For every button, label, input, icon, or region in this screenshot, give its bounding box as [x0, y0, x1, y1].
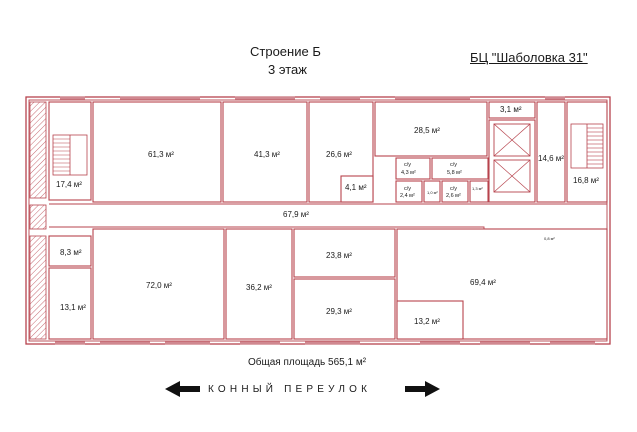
- room-41-3: [222, 101, 308, 203]
- inner-wall: [28, 99, 608, 342]
- wc-f: [469, 180, 489, 203]
- wc-e-type: с/у: [450, 186, 457, 192]
- label-r17: 69,4 м²: [470, 278, 496, 287]
- building-title: Строение Б: [250, 44, 321, 59]
- wc-a-type: с/у: [404, 162, 411, 168]
- street-name: КОННЫЙ ПЕРЕУЛОК: [208, 384, 372, 395]
- room-13-2: [396, 300, 464, 340]
- room-8-3: [48, 235, 92, 267]
- label-r6: 28,5 м²: [414, 126, 440, 135]
- label-r13: 72,0 м²: [146, 281, 172, 290]
- wc-f-area: 1,3 м²: [472, 186, 483, 191]
- wc-a-area: 4,3 м²: [401, 170, 416, 176]
- label-r4: 26,6 м²: [326, 150, 352, 159]
- wc-c-area: 2,4 м²: [400, 193, 415, 199]
- room-72-0: [92, 228, 225, 340]
- room-61-3: [92, 101, 222, 203]
- room-23-8: [293, 228, 396, 278]
- label-r9: 16,8 м²: [573, 176, 599, 185]
- label-r14: 36,2 м²: [246, 283, 272, 292]
- arrow-left-icon: [165, 381, 200, 397]
- business-center-name: БЦ "Шаболовка 31": [470, 50, 588, 65]
- label-r10: 67,9 м²: [283, 210, 309, 219]
- label-r7: 3,1 м²: [500, 105, 522, 114]
- ventilation-shaft-top: [29, 101, 47, 199]
- label-r12: 13,1 м²: [60, 303, 86, 312]
- room-29-3: [293, 278, 396, 340]
- room-4-1: [340, 175, 374, 203]
- wc-b: [431, 157, 489, 180]
- wc-d: [423, 180, 441, 203]
- wc-c: [395, 180, 423, 203]
- label-r18: 13,2 м²: [414, 317, 440, 326]
- stairs-icon: [52, 134, 88, 176]
- elevator-block: [488, 119, 536, 203]
- ventilation-shaft-bottom: [29, 235, 47, 340]
- label-r1: 17,4 м²: [56, 180, 82, 189]
- floor-title: 3 этаж: [268, 62, 307, 77]
- elevator-shaft-icon: [493, 123, 531, 193]
- room-14-6: [536, 101, 566, 203]
- label-r5: 4,1 м²: [345, 183, 367, 192]
- wc-a: [395, 157, 431, 180]
- label-r15: 23,8 м²: [326, 251, 352, 260]
- room-36-2: [225, 228, 293, 340]
- room-28-5: [374, 101, 488, 157]
- total-area: Общая площадь 565,1 м²: [248, 357, 367, 368]
- wc-e: [441, 180, 469, 203]
- arrow-right-icon: [405, 381, 440, 397]
- wc-e-area: 2,6 м²: [446, 193, 461, 199]
- room-13-1: [48, 267, 92, 340]
- wc-c-type: с/у: [404, 186, 411, 192]
- wc-b-type: с/у: [450, 162, 457, 168]
- label-r8: 14,6 м²: [538, 154, 564, 163]
- label-r11: 8,3 м²: [60, 248, 82, 257]
- label-r3: 41,3 м²: [254, 150, 280, 159]
- label-r16: 29,3 м²: [326, 307, 352, 316]
- wc-b-area: 5,8 м²: [447, 170, 462, 176]
- label-r19: 0,8 м²: [544, 236, 555, 241]
- ventilation-shaft-middle: [29, 204, 47, 230]
- wc-d-area: 1,0 м²: [427, 190, 438, 195]
- label-r2: 61,3 м²: [148, 150, 174, 159]
- room-3-1: [488, 101, 536, 119]
- stairs-icon-right: [570, 123, 604, 169]
